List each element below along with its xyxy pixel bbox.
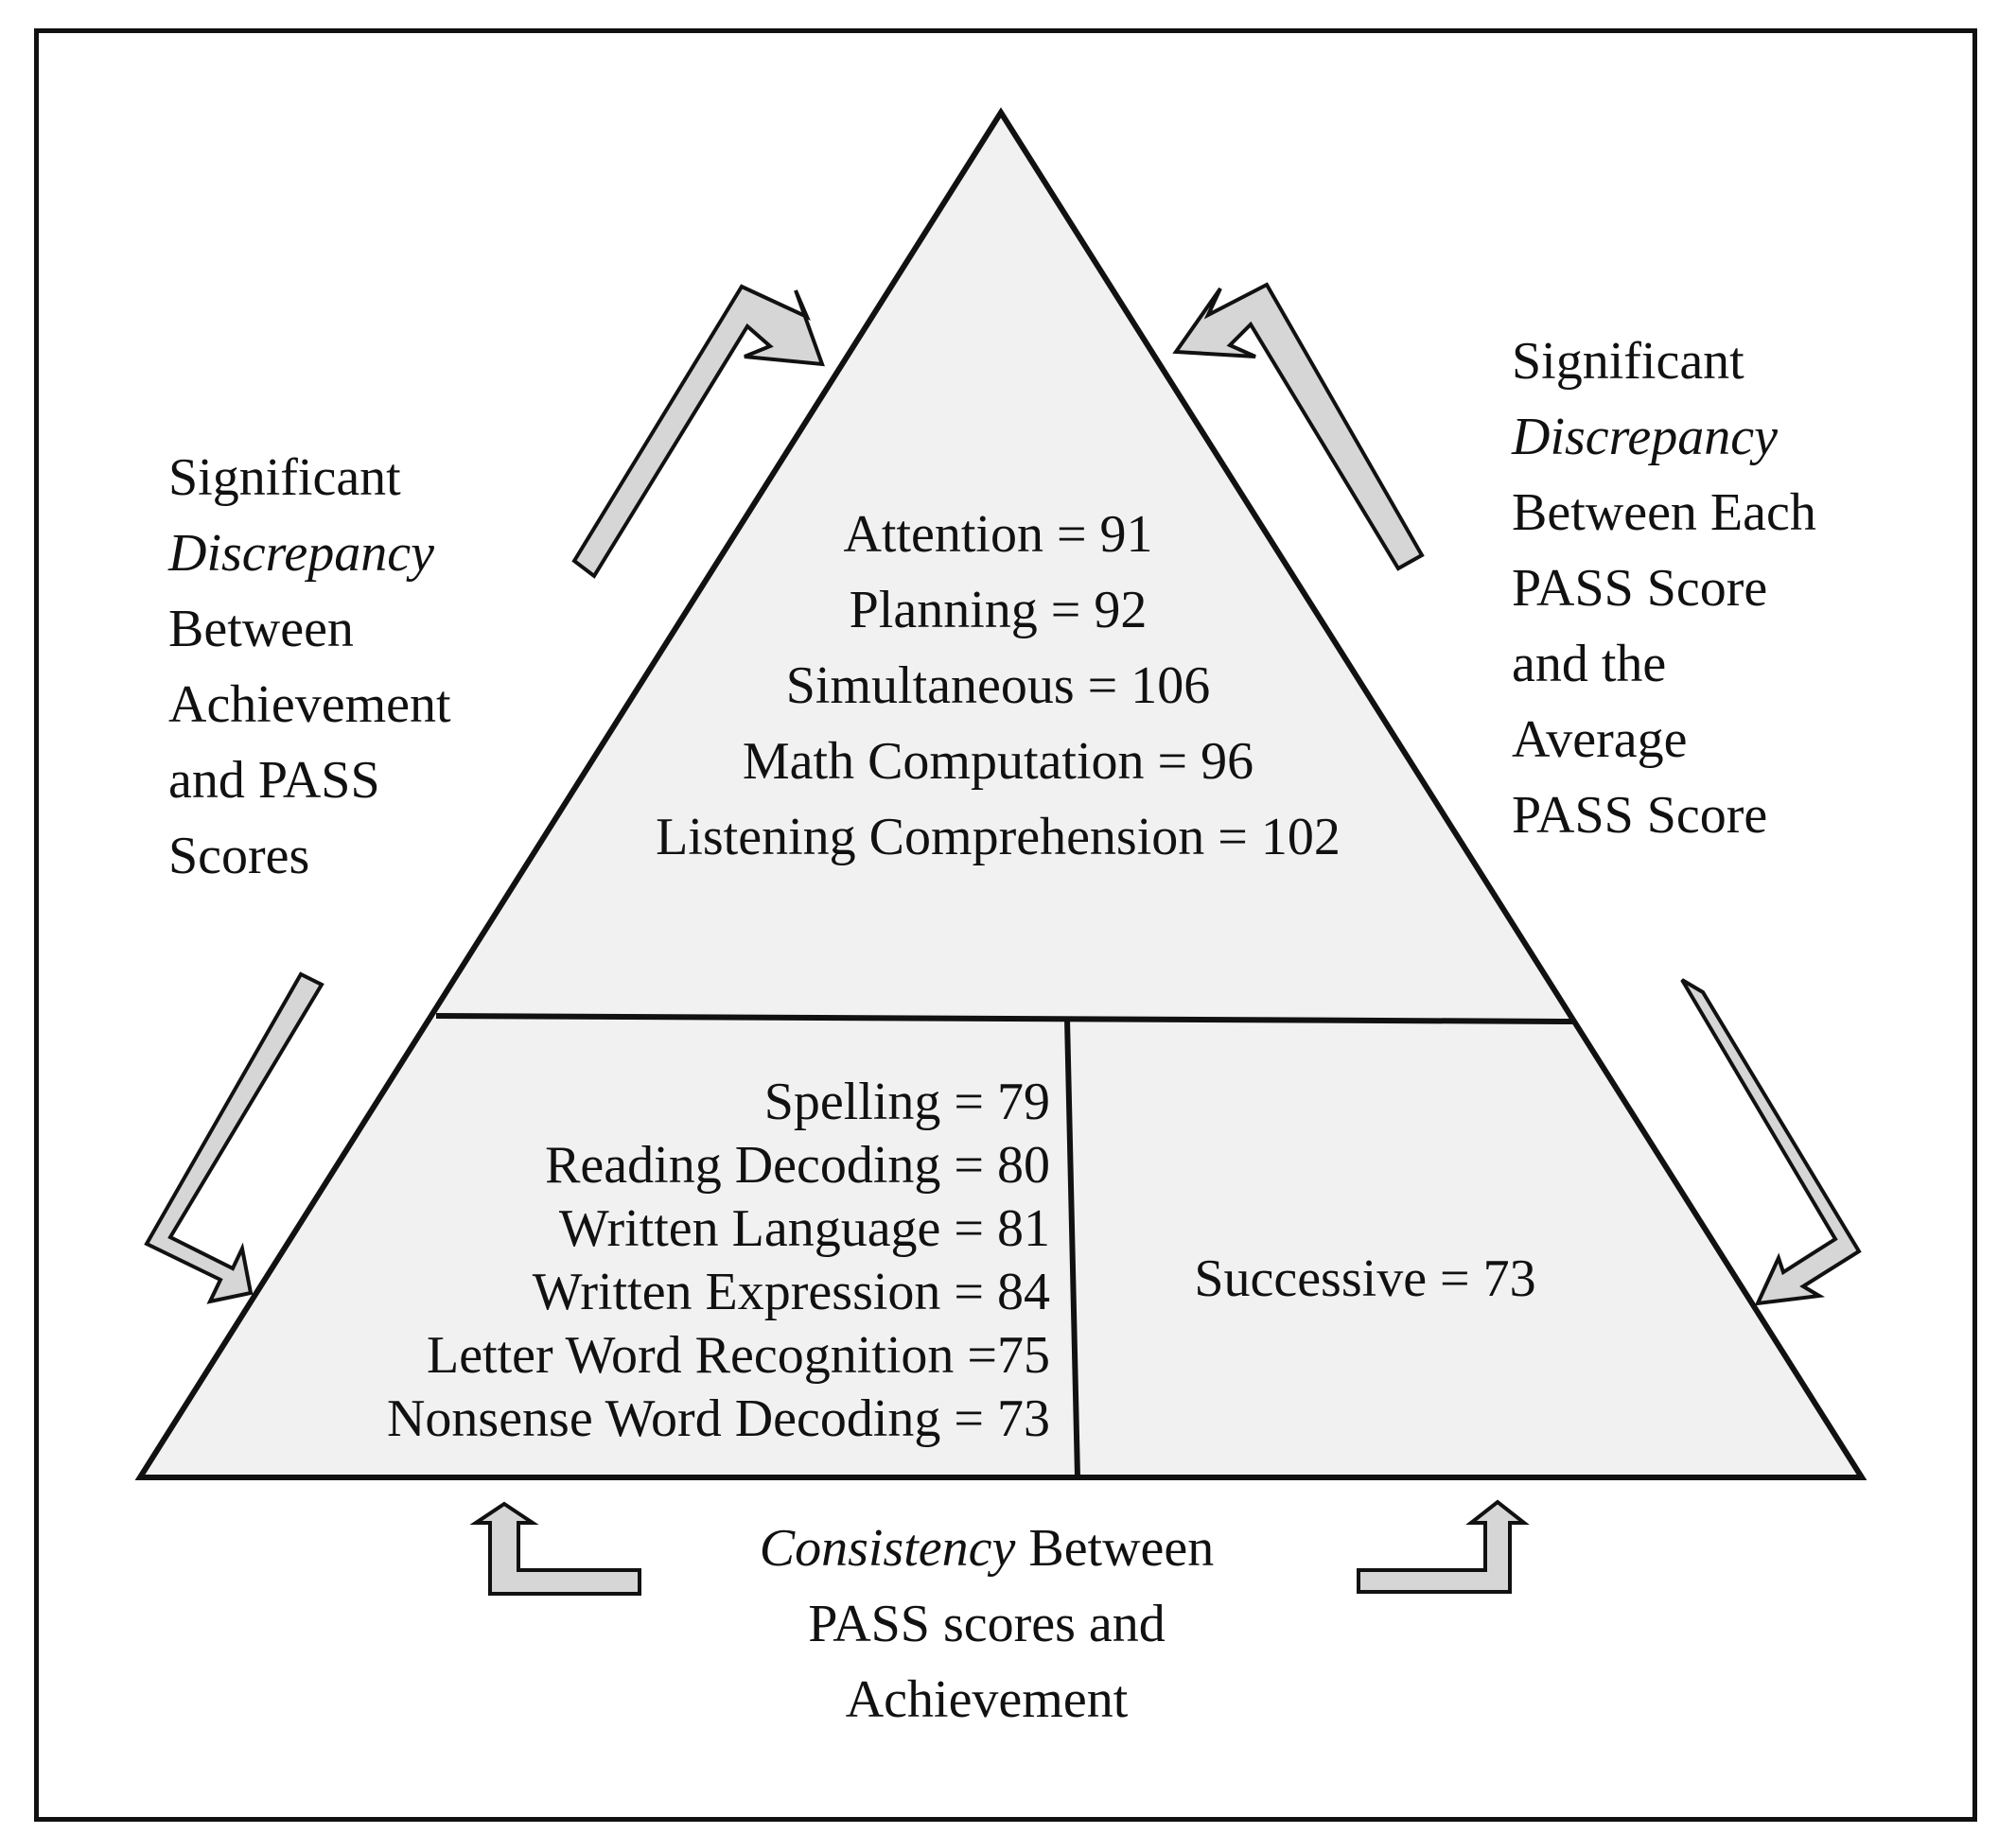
math-computation-score: Math Computation = 96 [743, 732, 1253, 791]
vertical-divider [1064, 1018, 1080, 1478]
reading-decoding-score: Reading Decoding = 80 [545, 1136, 1050, 1195]
right-label-line6: Average [1512, 710, 1688, 769]
letter-word-recognition-score: Letter Word Recognition =75 [427, 1326, 1050, 1385]
simultaneous-score: Simultaneous = 106 [786, 656, 1210, 715]
successive-score: Successive = 73 [1194, 1249, 1535, 1308]
left-label-line2: Discrepancy [167, 524, 434, 583]
arrow-upper-right [1172, 282, 1425, 571]
arrow-upper-left [571, 284, 825, 579]
left-label-line1: Significant [168, 448, 401, 507]
right-label-line7: PASS Score [1512, 786, 1767, 845]
bottom-label-line1: Consistency Between [760, 1519, 1215, 1578]
planning-score: Planning = 92 [850, 581, 1148, 639]
right-label-line2: Discrepancy [1511, 408, 1778, 466]
right-label-line1: Significant [1512, 332, 1744, 391]
between-word: Between [1015, 1519, 1214, 1578]
attention-score: Attention = 91 [843, 505, 1152, 564]
consistency-word: Consistency [760, 1519, 1016, 1578]
right-label-line4: PASS Score [1512, 559, 1767, 618]
arrow-lower-right [1680, 978, 1862, 1306]
right-label-line3: Between Each [1512, 483, 1816, 542]
listening-comprehension-score: Listening Comprehension = 102 [656, 808, 1341, 866]
arrow-bottom-right [1357, 1499, 1530, 1594]
bottom-label-line2: PASS scores and [808, 1595, 1166, 1653]
written-expression-score: Written Expression = 84 [533, 1263, 1050, 1321]
written-language-score: Written Language = 81 [559, 1199, 1050, 1258]
horizontal-divider [435, 1013, 1573, 1024]
pyramid-triangle [134, 107, 1867, 1480]
arrow-bottom-left [469, 1501, 641, 1596]
figure-frame [34, 28, 1977, 1822]
right-label-line5: and the [1512, 635, 1666, 693]
spelling-score: Spelling = 79 [764, 1073, 1050, 1131]
bottom-label-line3: Achievement [846, 1670, 1129, 1729]
left-label-line3: Between [168, 600, 354, 658]
arrow-lower-left [144, 971, 324, 1304]
nonsense-word-decoding-score: Nonsense Word Decoding = 73 [387, 1389, 1050, 1448]
left-label-line6: Scores [168, 827, 309, 885]
left-label-line5: and PASS [168, 751, 380, 810]
left-label-line4: Achievement [168, 675, 451, 734]
